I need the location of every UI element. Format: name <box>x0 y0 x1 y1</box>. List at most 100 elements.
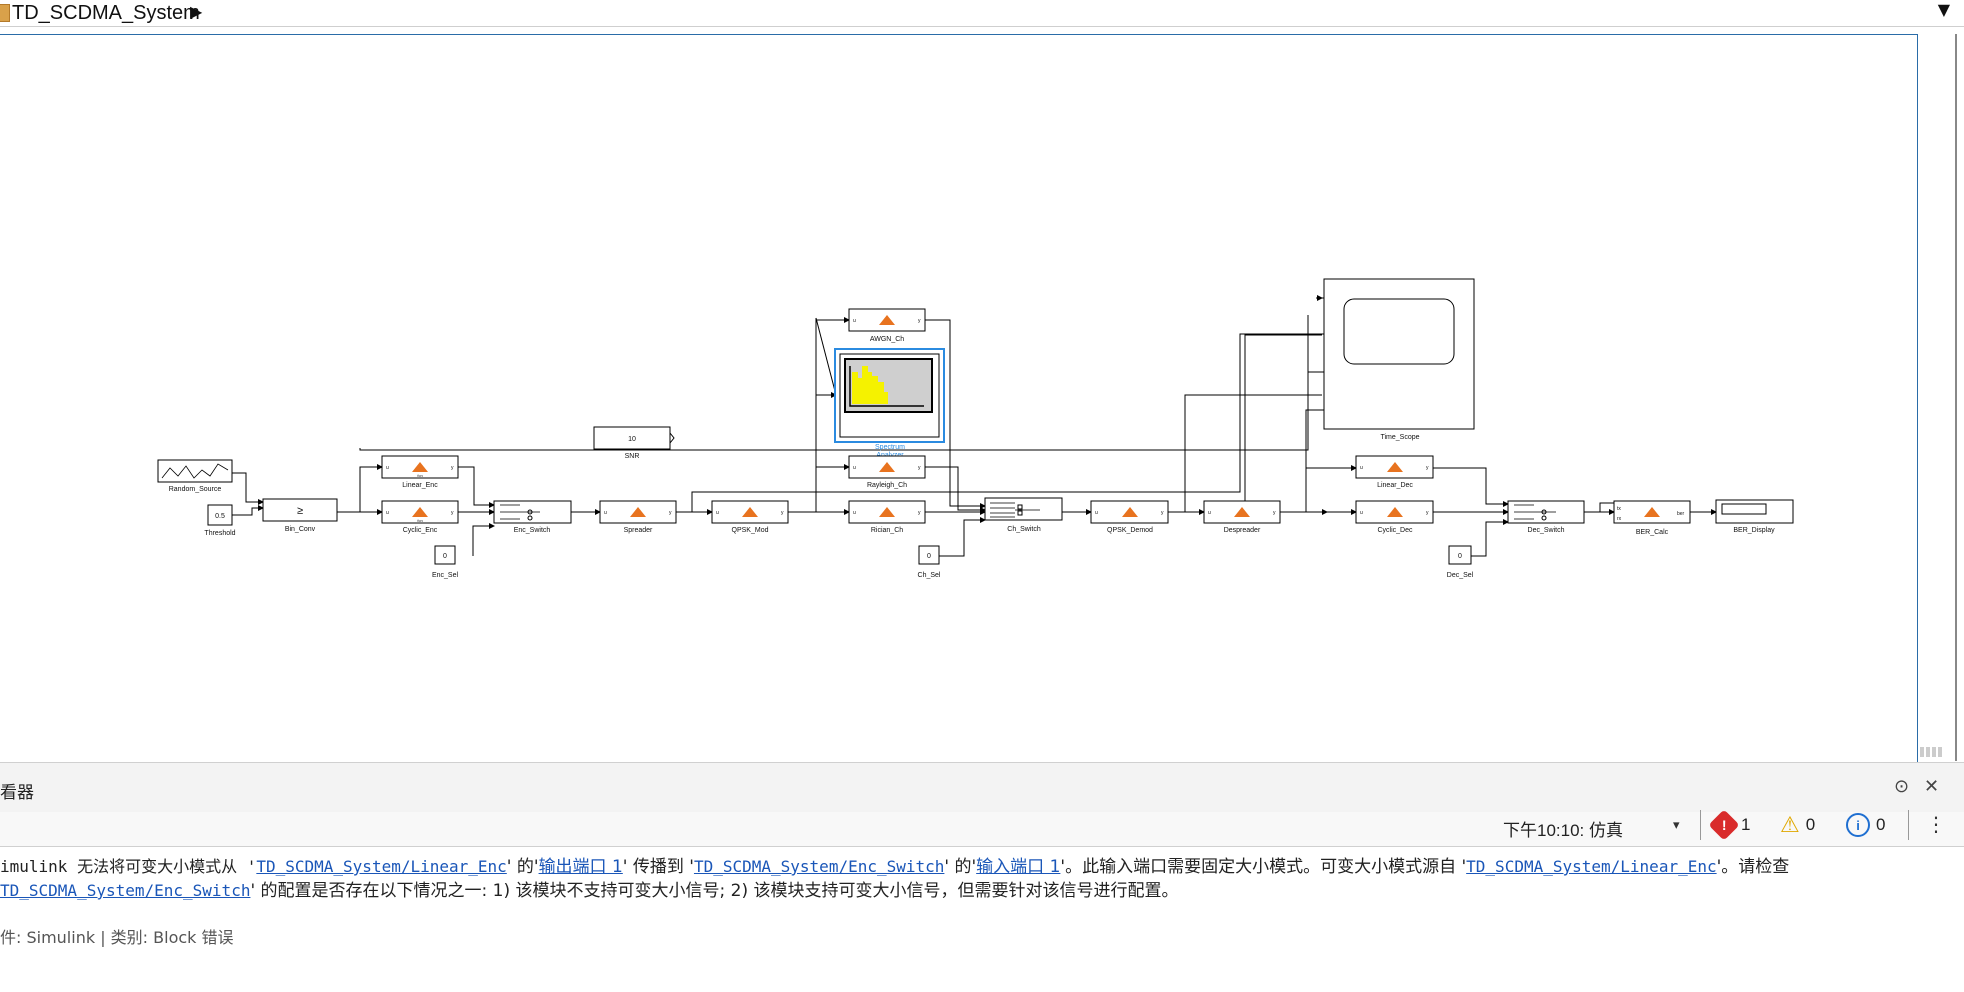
linear-enc-block[interactable] <box>381 455 459 479</box>
chevron-down-icon[interactable]: ▾ <box>1673 818 1680 833</box>
ber-calc-label: BER_Calc <box>1636 529 1669 536</box>
block-diagram: Random_Source 0.5 Threshold ≥ Bin_Conv u… <box>157 278 1794 579</box>
info-count-badge[interactable]: i 0 <box>1846 810 1885 840</box>
threshold-value: 0.5 <box>215 513 225 520</box>
spreader-block[interactable] <box>599 500 677 524</box>
qpsk-demod-port-y: y <box>1161 510 1164 516</box>
resize-grip-icon[interactable] <box>1920 745 1948 759</box>
bin-conv-symbol: ≥ <box>297 505 303 517</box>
linear-dec-block[interactable] <box>1355 455 1434 479</box>
linear-dec-label: Linear_Dec <box>1377 482 1413 489</box>
ch-sel-value: 0 <box>927 553 931 560</box>
enc-sel-block[interactable] <box>434 545 456 565</box>
linear-dec-port-y: y <box>1426 465 1429 471</box>
link-input-port[interactable]: 输入端口 1 <box>976 857 1061 877</box>
enc-switch-label: Enc_Switch <box>514 527 551 534</box>
collapse-panel-icon[interactable]: ⊙ <box>1894 776 1910 797</box>
rayleigh-ch-port-y: y <box>918 465 921 471</box>
ber-calc-port-ber: ber <box>1677 511 1685 517</box>
cyclic-enc-port-y: y <box>451 510 454 516</box>
spreader-label: Spreader <box>624 527 653 534</box>
dec-sel-block[interactable] <box>1448 545 1472 565</box>
awgn-ch-block[interactable] <box>848 308 926 332</box>
error-icon: ! <box>1708 809 1740 841</box>
link-enc-switch[interactable]: TD_SCDMA_System/Enc_Switch <box>693 857 945 876</box>
link-linear-enc-source[interactable]: TD_SCDMA_System/Linear_Enc <box>1466 857 1717 876</box>
warning-count-badge[interactable]: ⚠ 0 <box>1780 810 1815 840</box>
link-linear-enc[interactable]: TD_SCDMA_System/Linear_Enc <box>256 857 507 876</box>
rician-ch-port-y: y <box>918 510 921 516</box>
more-options-icon[interactable]: ⋮ <box>1926 812 1946 836</box>
cyclic-dec-label: Cyclic_Dec <box>1377 527 1413 534</box>
ber-display-block[interactable] <box>1715 499 1794 524</box>
spectrum-analyzer-block[interactable] <box>834 348 945 443</box>
canvas-scrollbar[interactable] <box>1955 34 1957 761</box>
diagnostic-viewer-header <box>0 762 1964 813</box>
info-icon: i <box>1846 813 1870 837</box>
signal-lines <box>232 295 1717 557</box>
diagnostic-toolbar <box>0 812 1964 847</box>
spreader-port-u: u <box>604 510 607 516</box>
dec-sel-value: 0 <box>1458 553 1462 560</box>
simulation-time-label[interactable]: 下午10:10: 仿真 <box>1503 821 1623 840</box>
bin-conv-label: Bin_Conv <box>285 526 316 533</box>
qpsk-mod-port-u: u <box>716 510 719 516</box>
despreader-block[interactable] <box>1203 500 1281 524</box>
ch-sel-block[interactable] <box>918 545 940 565</box>
rician-ch-block[interactable] <box>848 500 926 524</box>
spreader-port-y: y <box>669 510 672 516</box>
despreader-port-u: u <box>1208 510 1211 516</box>
bin-conv-block[interactable] <box>262 498 338 522</box>
breadcrumb-model[interactable]: TD_SCDMA_System <box>12 2 200 24</box>
error-count: 1 <box>1741 815 1751 834</box>
message-meta: 件: Simulink | 类别: Block 错误 <box>0 928 234 947</box>
awgn-ch-port-u: u <box>853 318 856 324</box>
error-count-badge[interactable]: ! 1 <box>1708 809 1751 841</box>
link-output-port[interactable]: 输出端口 1 <box>538 857 623 877</box>
cyclic-enc-fcn: fcn <box>417 518 422 523</box>
model-icon <box>0 4 10 22</box>
viewer-title: 看器 <box>0 783 34 803</box>
qpsk-mod-block[interactable] <box>711 500 789 524</box>
explorer-bar-menu-icon[interactable]: ▼ <box>1937 0 1950 19</box>
threshold-block[interactable] <box>207 504 233 526</box>
linear-enc-fcn: fcn <box>417 473 422 478</box>
qpsk-demod-block[interactable] <box>1090 500 1169 524</box>
toolbar-divider <box>1908 810 1909 840</box>
linear-enc-label: Linear_Enc <box>402 482 438 489</box>
ch-switch-label: Ch_Switch <box>1007 526 1041 533</box>
random-source-block[interactable] <box>157 459 233 483</box>
enc-sel-value: 0 <box>443 553 447 560</box>
rayleigh-ch-label: Rayleigh_Ch <box>867 482 907 489</box>
snr-value: 10 <box>628 436 636 443</box>
rician-ch-port-u: u <box>853 510 856 516</box>
link-enc-switch-check[interactable]: TD_SCDMA_System/Enc_Switch <box>0 881 251 900</box>
time-scope-block[interactable] <box>1316 278 1475 430</box>
rayleigh-ch-block[interactable] <box>848 455 926 479</box>
snr-block[interactable] <box>593 426 675 450</box>
error-message-line1: imulink 无法将可变大小模式从 'TD_SCDMA_System/Line… <box>0 857 1790 877</box>
snr-label: SNR <box>625 453 640 460</box>
dec-sel-label: Dec_Sel <box>1447 572 1474 579</box>
ber-calc-port-tx: tx <box>1617 506 1621 512</box>
qpsk-demod-label: QPSK_Demod <box>1107 527 1153 534</box>
linear-enc-port-u: u <box>386 465 389 471</box>
threshold-label: Threshold <box>204 530 235 537</box>
enc-switch-block[interactable] <box>493 500 572 524</box>
info-count: 0 <box>1876 815 1886 834</box>
linear-dec-port-u: u <box>1360 465 1363 471</box>
ber-display-label: BER_Display <box>1733 527 1775 534</box>
despreader-label: Despreader <box>1224 527 1261 534</box>
ber-calc-block[interactable] <box>1613 500 1691 524</box>
ch-switch-block[interactable] <box>984 497 1063 521</box>
close-panel-icon[interactable]: ✕ <box>1924 776 1940 797</box>
dec-switch-block[interactable] <box>1507 500 1585 524</box>
breadcrumb-arrow-icon[interactable]: ▶ <box>190 2 203 21</box>
model-canvas[interactable] <box>0 34 1918 763</box>
cyclic-dec-block[interactable] <box>1355 500 1434 524</box>
warning-icon: ⚠ <box>1780 812 1800 837</box>
cyclic-dec-port-u: u <box>1360 510 1363 516</box>
cyclic-enc-block[interactable] <box>381 500 459 524</box>
despreader-port-y: y <box>1273 510 1276 516</box>
cyclic-enc-port-u: u <box>386 510 389 516</box>
